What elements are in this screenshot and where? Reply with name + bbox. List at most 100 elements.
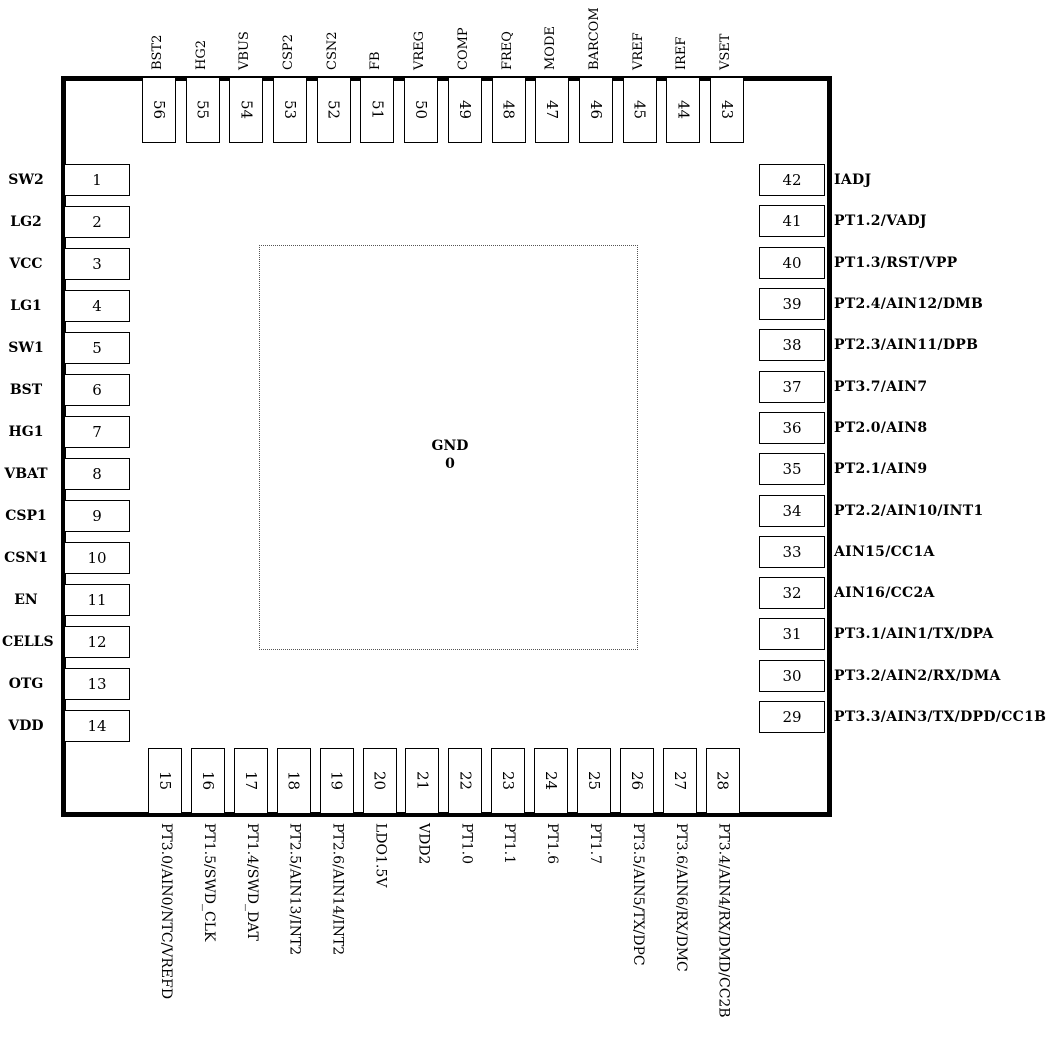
- pin-box-48: 48: [491, 77, 526, 143]
- pin-label-52: CSN2: [324, 31, 340, 71]
- pin-number-47: 47: [543, 100, 562, 120]
- pin-box-50: 50: [404, 77, 439, 143]
- pin-box-18: 18: [276, 748, 311, 814]
- pin-label-21: VDD2: [415, 823, 432, 865]
- pin-label-45: VREF: [630, 32, 646, 70]
- pin-label-12: CELLS: [2, 634, 54, 650]
- pin-number-55: 55: [193, 100, 212, 120]
- pin-number-25: 25: [585, 771, 603, 791]
- pin-box-23: 23: [491, 748, 526, 814]
- pin-box-17: 17: [233, 748, 268, 814]
- gnd-pin-number: 0: [445, 456, 455, 472]
- pin-box-37: 37: [759, 370, 825, 403]
- pin-box-52: 52: [316, 77, 351, 143]
- pin-number-44: 44: [674, 100, 693, 120]
- pin-box-27: 27: [662, 748, 697, 814]
- pin-number-26: 26: [627, 771, 646, 791]
- pin-label-47: MODE: [543, 26, 559, 70]
- pin-box-51: 51: [360, 77, 395, 143]
- pin-number-49: 49: [455, 100, 474, 120]
- pin-label-37: PT3.7/AIN7: [834, 378, 928, 395]
- pin-box-56: 56: [141, 77, 176, 143]
- pin-box-12: 12: [64, 626, 130, 658]
- pin-label-48: FREQ: [499, 31, 515, 70]
- pin-number-20: 20: [370, 771, 389, 791]
- pin-box-20: 20: [362, 748, 397, 814]
- pin-label-1: SW2: [8, 172, 44, 188]
- pin-label-53: CSP2: [281, 34, 296, 70]
- pin-label-8: VBAT: [4, 466, 48, 482]
- pin-number-24: 24: [542, 771, 561, 791]
- pin-box-43: 43: [710, 77, 744, 143]
- pin-label-7: HG1: [8, 424, 44, 440]
- pin-box-25: 25: [577, 748, 611, 814]
- pin-number-50: 50: [412, 100, 431, 120]
- pin-label-17: PT1.4/SWD_DAT: [243, 823, 260, 941]
- pin-box-1: 1: [64, 164, 130, 196]
- pin-label-3: VCC: [9, 256, 43, 272]
- pin-box-2: 2: [64, 206, 130, 238]
- pin-number-17: 17: [241, 771, 260, 791]
- pin-label-31: PT3.1/AIN1/TX/DPA: [834, 626, 994, 643]
- pin-box-21: 21: [405, 748, 440, 814]
- pin-box-15: 15: [148, 748, 182, 814]
- pin-box-3: 3: [64, 248, 130, 280]
- pin-label-43: VSET: [718, 33, 733, 70]
- pin-number-22: 22: [456, 771, 475, 791]
- pin-number-46: 46: [586, 100, 605, 120]
- pin-box-26: 26: [619, 748, 654, 814]
- pin-box-38: 38: [759, 329, 825, 362]
- pin-label-33: AIN15/CC1A: [834, 543, 935, 560]
- pin-label-16: PT1.5/SWD_CLK: [200, 823, 217, 942]
- pin-box-47: 47: [535, 77, 570, 143]
- pin-box-5: 5: [64, 332, 130, 364]
- pin-label-5: SW1: [8, 340, 44, 356]
- pin-box-8: 8: [64, 458, 130, 490]
- pin-box-29: 29: [759, 701, 825, 733]
- pin-number-23: 23: [499, 771, 518, 791]
- pin-box-40: 40: [759, 246, 825, 279]
- pin-label-6: BST: [9, 382, 43, 398]
- pin-number-27: 27: [670, 771, 689, 791]
- pin-box-16: 16: [190, 748, 225, 814]
- pin-label-26: PT3.5/AIN5/TX/DPC: [629, 823, 646, 966]
- pin-box-54: 54: [229, 77, 264, 143]
- pin-box-24: 24: [534, 748, 569, 814]
- pin-label-14: VDD: [8, 718, 44, 734]
- pin-label-20: LDO1.5V: [372, 823, 389, 888]
- pin-number-51: 51: [368, 100, 387, 120]
- pin-box-28: 28: [705, 748, 740, 814]
- pin-label-13: OTG: [8, 676, 44, 692]
- pin-number-28: 28: [713, 771, 732, 791]
- pin-box-46: 46: [578, 77, 613, 143]
- pin-box-9: 9: [64, 500, 130, 532]
- pin-number-43: 43: [718, 100, 736, 120]
- pin-label-29: PT3.3/AIN3/TX/DPD/CC1B: [834, 709, 1047, 725]
- pin-label-22: PT1.0: [458, 823, 475, 865]
- pin-box-34: 34: [759, 494, 825, 527]
- pin-box-13: 13: [64, 668, 130, 700]
- pin-number-21: 21: [413, 771, 432, 791]
- gnd-label-block: GND 0: [420, 437, 480, 473]
- pin-box-10: 10: [64, 542, 130, 574]
- pin-label-32: AIN16/CC2A: [834, 585, 935, 602]
- pin-box-22: 22: [448, 748, 483, 814]
- pin-box-30: 30: [759, 659, 825, 692]
- pin-label-56: BST2: [149, 34, 165, 70]
- pin-label-4: LG1: [10, 298, 42, 314]
- pin-label-49: COMP: [455, 27, 471, 70]
- pin-label-41: PT1.2/VADJ: [834, 213, 927, 230]
- pin-label-34: PT2.2/AIN10/INT1: [834, 502, 984, 519]
- pin-box-42: 42: [759, 164, 825, 197]
- pin-box-33: 33: [759, 535, 825, 568]
- pin-number-52: 52: [324, 100, 343, 120]
- pin-number-18: 18: [284, 771, 303, 791]
- pin-label-11: EN: [14, 592, 38, 608]
- pin-box-45: 45: [622, 77, 657, 143]
- pin-label-55: HG2: [193, 40, 209, 70]
- pin-number-53: 53: [281, 100, 299, 120]
- pin-box-7: 7: [64, 416, 130, 448]
- pin-box-55: 55: [185, 77, 220, 143]
- pin-label-38: PT2.3/AIN11/DPB: [834, 337, 979, 354]
- pin-label-25: PT1.7: [587, 823, 603, 865]
